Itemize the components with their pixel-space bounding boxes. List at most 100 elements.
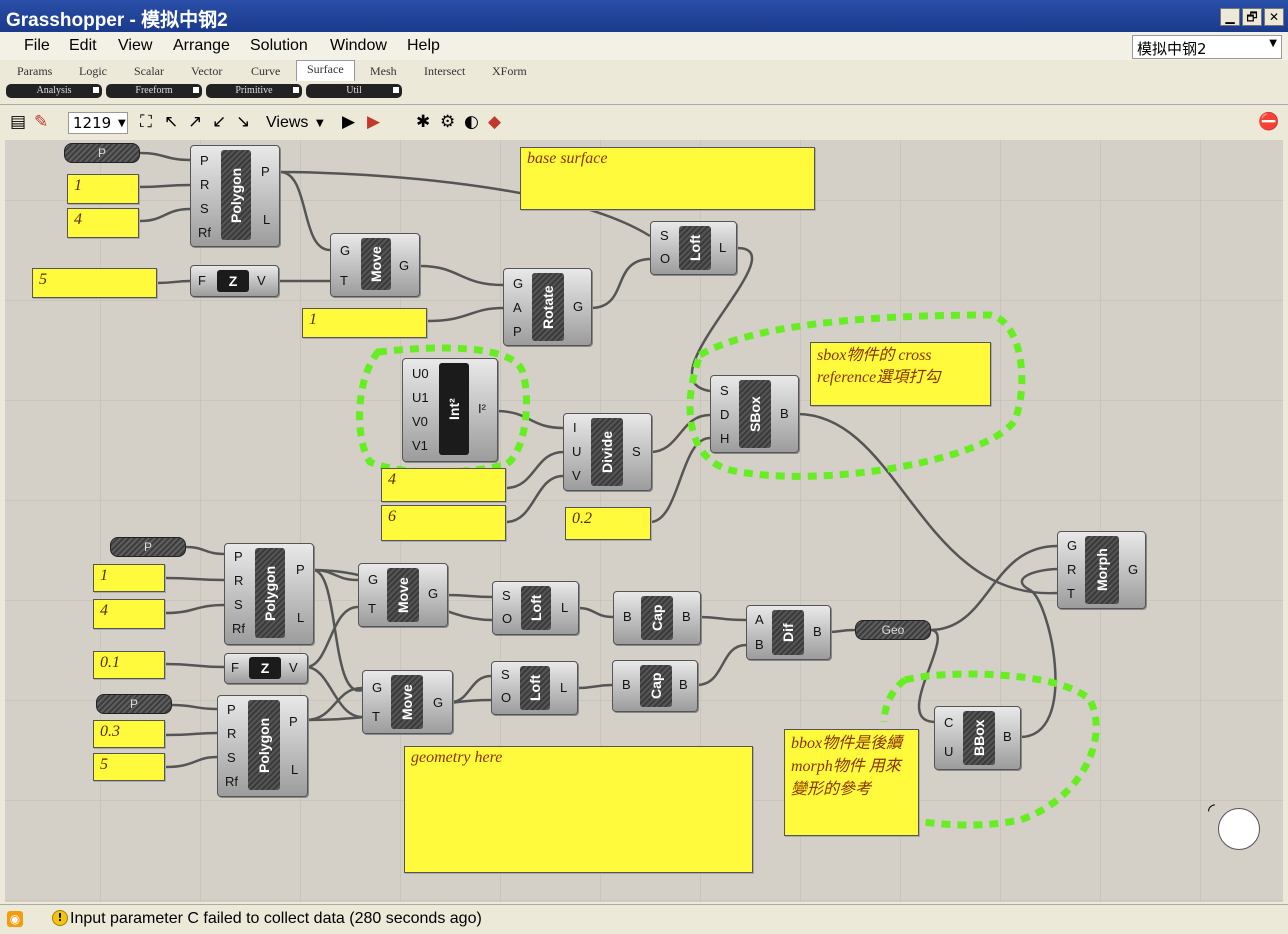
bake-icon[interactable]: ⛔ xyxy=(1258,112,1280,132)
play-icon[interactable]: ▶ xyxy=(342,112,356,132)
arrow-se-icon[interactable]: ↘ xyxy=(236,112,251,132)
panel-analysis[interactable]: Analysis xyxy=(6,84,102,98)
port-label: Rf xyxy=(232,621,245,636)
number-panel[interactable]: 0.1 xyxy=(93,651,165,679)
paint-icon[interactable]: ✎ xyxy=(34,112,49,132)
loft-component[interactable]: S O Loft L xyxy=(492,581,579,635)
chevron-down-icon: ▼ xyxy=(1269,38,1277,49)
menu-view[interactable]: View xyxy=(118,37,153,54)
record-icon[interactable]: ▶ xyxy=(367,112,381,132)
restore-button[interactable]: 🗗 xyxy=(1242,8,1262,26)
tab-scalar[interactable]: Scalar xyxy=(134,64,164,78)
document-selector[interactable]: 模拟中钢2 ▼ xyxy=(1132,35,1282,59)
zoom-extents-icon[interactable]: ⛶ xyxy=(140,112,152,132)
menu-arrange[interactable]: Arrange xyxy=(173,37,230,54)
zoom-field[interactable]: 1219 xyxy=(68,112,128,134)
minimize-button[interactable]: ▁ xyxy=(1220,8,1240,26)
menu-solution[interactable]: Solution xyxy=(250,37,308,54)
component-name: Loft xyxy=(521,586,551,630)
panel-freeform-label: Freeform xyxy=(135,85,173,96)
cap-component[interactable]: B Cap B xyxy=(612,660,698,712)
menu-file[interactable]: File xyxy=(24,37,50,54)
number-panel[interactable]: 4 xyxy=(381,468,506,502)
divide-domain2-component[interactable]: I U V Divide S xyxy=(563,413,652,491)
number-panel[interactable]: 4 xyxy=(93,599,165,629)
rotate-component[interactable]: G A P Rotate G xyxy=(503,268,592,346)
panel-freeform[interactable]: Freeform xyxy=(106,84,202,98)
gear-icon[interactable]: ⚙ xyxy=(440,112,456,132)
status-bar: ◉ ! Input parameter C failed to collect … xyxy=(0,904,1288,934)
move-component[interactable]: G T Move G xyxy=(358,563,448,627)
number-panel[interactable]: 1 xyxy=(302,308,427,338)
point-param[interactable]: P xyxy=(110,537,186,557)
menu-window[interactable]: Window xyxy=(330,37,387,54)
polygon-component[interactable]: P R S Rf Polygon P L xyxy=(190,145,280,247)
port-label: S xyxy=(227,750,236,765)
bbox-note[interactable]: bbox物件是後續 morph物件 用來變形的參考 xyxy=(784,729,919,836)
tab-params[interactable]: Params xyxy=(17,64,53,78)
number-panel[interactable]: 4 xyxy=(67,208,139,238)
panel-primitive[interactable]: Primitive xyxy=(206,84,302,98)
rss-icon[interactable]: ◉ xyxy=(7,911,23,927)
tab-mesh[interactable]: Mesh xyxy=(370,64,397,78)
tab-logic[interactable]: Logic xyxy=(79,64,107,78)
tab-intersect[interactable]: Intersect xyxy=(424,64,466,78)
difference-component[interactable]: A B Dif B xyxy=(746,605,831,660)
port-label: R xyxy=(200,177,210,192)
number-panel[interactable]: 0.3 xyxy=(93,720,165,748)
number-panel[interactable]: 1 xyxy=(67,174,139,204)
views-menu[interactable]: Views xyxy=(266,114,309,131)
construct-domain2-component[interactable]: U0 U1 V0 V1 Int² I² xyxy=(402,358,498,462)
move-component[interactable]: G T Move G xyxy=(362,670,453,734)
arrow-sw-icon[interactable]: ↙ xyxy=(212,112,227,132)
egg-icon[interactable]: ◐ xyxy=(464,112,479,132)
loft-component[interactable]: S O Loft L xyxy=(650,221,737,275)
menu-help[interactable]: Help xyxy=(407,37,440,54)
tab-surface[interactable]: Surface xyxy=(296,60,355,81)
menu-edit[interactable]: Edit xyxy=(69,37,97,54)
polygon-component[interactable]: P R S Rf Polygon P L xyxy=(224,543,314,645)
port-label: B xyxy=(622,677,631,692)
base-surface-note[interactable]: base surface xyxy=(520,147,815,210)
port-label: T xyxy=(1067,586,1075,601)
sbox-component[interactable]: S D H SBox B xyxy=(710,375,799,453)
geometry-here-note[interactable]: geometry here xyxy=(404,746,753,873)
move-component[interactable]: G T Move G xyxy=(330,233,420,297)
arrow-ne-icon[interactable]: ↗ xyxy=(188,112,203,132)
gem-icon[interactable]: ◆ xyxy=(488,112,502,132)
zoom-dial[interactable] xyxy=(1218,808,1260,850)
number-panel[interactable]: 0.2 xyxy=(565,507,651,540)
close-button[interactable]: ✕ xyxy=(1264,8,1284,26)
number-panel[interactable]: 5 xyxy=(93,753,165,781)
port-label: B xyxy=(755,637,764,652)
tab-vector[interactable]: Vector xyxy=(191,64,223,78)
loft-component[interactable]: S O Loft L xyxy=(491,661,578,715)
cap-component[interactable]: B Cap B xyxy=(613,591,701,645)
unit-z-component[interactable]: F Z V xyxy=(190,265,279,297)
port-label: G xyxy=(573,299,584,314)
port-label: P xyxy=(261,164,270,179)
number-panel[interactable]: 5 xyxy=(32,268,157,298)
number-panel[interactable]: 6 xyxy=(381,505,506,541)
tab-curve[interactable]: Curve xyxy=(251,64,281,78)
zoom-value: 1219 xyxy=(73,114,112,132)
number-panel[interactable]: 1 xyxy=(93,564,165,592)
sketch-icon[interactable]: ✱ xyxy=(416,112,431,132)
point-param[interactable]: P xyxy=(64,143,140,163)
port-label: L xyxy=(297,610,305,625)
bbox-component[interactable]: C U BBox B xyxy=(934,706,1021,770)
panel-util[interactable]: Util xyxy=(306,84,402,98)
point-param[interactable]: P xyxy=(96,694,172,714)
port-label: V xyxy=(572,468,581,483)
sbox-note[interactable]: sbox物件的 cross reference選項打勾 xyxy=(810,342,991,406)
geometry-param[interactable]: Geo xyxy=(855,620,931,640)
document-icon[interactable]: ▤ xyxy=(10,112,27,132)
tab-xform[interactable]: XForm xyxy=(492,64,527,78)
unit-z-component[interactable]: F Z V xyxy=(224,653,308,684)
port-label: B xyxy=(623,609,632,624)
morph-component[interactable]: G R T Morph G xyxy=(1057,531,1146,609)
port-label: V xyxy=(257,273,266,288)
arrow-nw-icon[interactable]: ↖ xyxy=(164,112,179,132)
polygon-component[interactable]: P R S Rf Polygon P L xyxy=(217,695,308,797)
port-label: P xyxy=(296,562,305,577)
